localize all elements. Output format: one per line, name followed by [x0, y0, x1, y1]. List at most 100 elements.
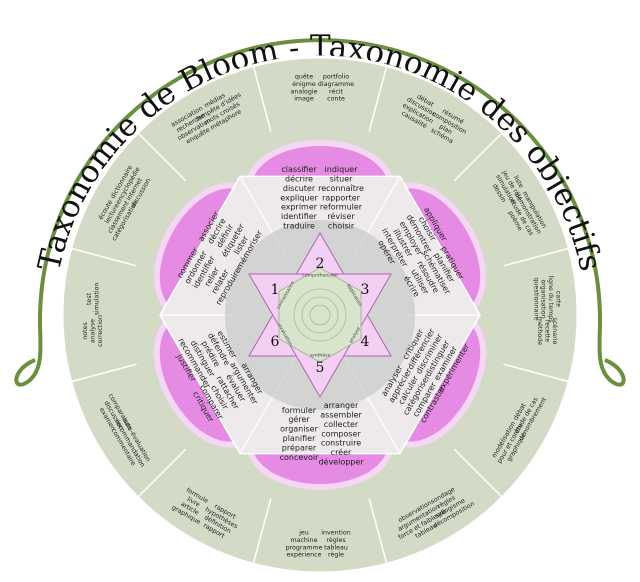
outer-sector-column-line: ligne du temps [547, 275, 554, 322]
outer-sector-column-line: portfolio [323, 74, 349, 81]
outer-sector-column-line: test [86, 292, 93, 305]
verb-column-line: reformuler [320, 203, 363, 212]
verb-column-line: organiser [280, 425, 318, 434]
verb-column-line: expliquer [280, 193, 318, 202]
sector-divider [503, 363, 570, 383]
verb-column-line: traduire [283, 222, 315, 231]
verb-column-line: planifier [283, 434, 316, 443]
center-ring [301, 296, 339, 334]
outer-sector-column-line: invention [321, 530, 350, 537]
verb-column-line: construire [321, 439, 361, 448]
verb-column-line: indiquer [325, 165, 359, 174]
verb-column-line: classifier [281, 165, 317, 174]
verb-column-line: situer [330, 175, 354, 184]
verb-column: arrangerassemblercollectercomposerconstr… [318, 401, 364, 466]
outer-sector-column-line: règle [328, 551, 344, 559]
verb-column-line: composer [321, 429, 361, 438]
outer-sector-column-line: recette [543, 320, 550, 343]
verb-list: arrangerassemblercollectercomposerconstr… [280, 401, 365, 466]
level-number: 1 [271, 282, 280, 298]
verb-column-line: rapporter [322, 193, 361, 202]
outer-sector-column-line: analyse [90, 319, 97, 343]
sector-divider [453, 132, 503, 182]
level-name: compréhension [302, 272, 337, 279]
outer-sector-column-line: simulation [93, 283, 100, 316]
center-ring [309, 304, 331, 326]
verb-column-line: gérer [288, 414, 310, 424]
sector-divider [70, 247, 137, 267]
center-hexagon [278, 267, 362, 363]
verb-column-line: reconnaître [318, 184, 364, 193]
verb-column: classifierdécrirediscuterexpliquerexprim… [280, 165, 318, 230]
star-of-levels: 1connaissance2compréhension3application4… [248, 231, 392, 399]
verb-column-line: développer [318, 457, 364, 467]
center-ring [293, 288, 347, 342]
outer-sector-column-line: programme [286, 544, 323, 551]
outer-sector-column-line: énigme [292, 80, 316, 88]
level-number: 5 [316, 360, 325, 376]
outer-sector: quêteénigmeanalogieimageportfoliodiagram… [291, 73, 355, 103]
level-number: 4 [361, 334, 370, 350]
verb-column-line: arranger [324, 401, 359, 410]
outer-sector: inventionrèglestableaurèglejeumachinepro… [286, 530, 351, 559]
sector-divider [503, 247, 570, 267]
outer-sector-column-line: carte [555, 291, 562, 307]
verb-column: formulergérerorganiserplanifierpréparerc… [280, 406, 320, 462]
outer-sector-column-line: image [294, 96, 314, 103]
outer-sector-column-line: notes [82, 322, 89, 339]
outer-sector-column-line: correction [97, 315, 104, 347]
level-number: 3 [361, 282, 370, 298]
verb-list: classifierdécrirediscuterexpliquerexprim… [280, 165, 364, 230]
outer-sector-column-line: tableau [324, 544, 348, 551]
verb-column-line: collecter [324, 420, 359, 429]
verb-column: analyserappréciercalculercatégorisercomp… [380, 363, 448, 424]
verb-column-line: discuter [283, 184, 316, 193]
outer-sector-column-line: jeu [298, 530, 309, 537]
outer-sector-column-line: récit [329, 87, 344, 95]
verb-column-line: identifier [281, 212, 318, 221]
verb-column-line: décrire [285, 174, 313, 184]
outer-sector-column-line: scénario [551, 318, 559, 345]
verb-list: arrangerargumenterévaluerrattacherchoisi… [174, 329, 265, 424]
sector-divider [252, 498, 272, 565]
outer-sector-column-line: conte [327, 96, 345, 103]
outer-sector-column-line: analogie [291, 88, 318, 95]
verb-column-line: formuler [282, 406, 317, 415]
verb-column: estimerdéfendreprédiredistinguerrecomman… [174, 329, 238, 390]
level-number: 2 [316, 256, 325, 272]
sector-divider [137, 132, 187, 182]
verb-column: indiquersituerreconnaîtrerapporterreform… [318, 165, 364, 230]
sector-dividers [70, 65, 570, 565]
sector-divider [368, 65, 388, 132]
verb-column-line: préparer [282, 442, 317, 452]
level-number: 6 [271, 334, 280, 350]
outer-sector-column-line: organisation [540, 279, 547, 318]
outer-sector-column-line: diagramme [318, 81, 354, 88]
verb-column: pratiquerplanifierschématiserrésoudreuti… [402, 245, 466, 299]
outer-sector-column-line: machine [290, 537, 317, 544]
sector-divider [70, 363, 137, 383]
outer-sector-column-line: méthode [536, 317, 544, 345]
verb-column-line: réviser [327, 211, 355, 221]
sector-divider [252, 65, 272, 132]
outer-sector-column-line: expérience [287, 551, 322, 559]
sector-divider [137, 448, 187, 498]
outer-sector-column-line: questionnaire [532, 277, 539, 320]
level-name: synthèse [310, 352, 331, 359]
outer-sector-column: dictionnaireencyclopédieinternetdiscussi… [110, 164, 153, 209]
sector-divider [368, 498, 388, 565]
outer-sector-column-line: quête [295, 73, 313, 81]
verb-column-line: créer [331, 447, 352, 457]
